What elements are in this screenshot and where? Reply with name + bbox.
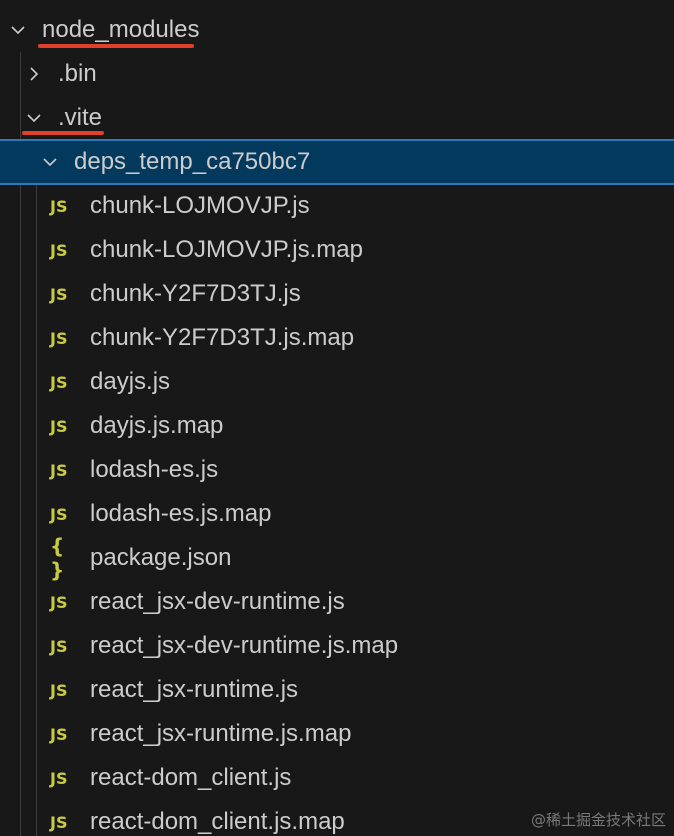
tree-file-item[interactable]: JS react_jsx-runtime.js.map (0, 712, 674, 756)
tree-folder-node-modules[interactable]: node_modules (0, 8, 674, 52)
folder-label: deps_temp_ca750bc7 (74, 148, 311, 175)
file-label: dayjs.js (90, 368, 171, 395)
chevron-down-icon (24, 108, 44, 128)
file-label: chunk-Y2F7D3TJ.js (90, 280, 301, 307)
file-label: dayjs.js.map (90, 412, 224, 439)
tree-folder-vite[interactable]: .vite (0, 96, 674, 140)
json-file-icon: { } (50, 534, 67, 582)
tree-file-item[interactable]: JS chunk-LOJMOVJP.js.map (0, 228, 674, 272)
file-label: react_jsx-dev-runtime.js (90, 588, 345, 615)
tree-file-item[interactable]: JS chunk-Y2F7D3TJ.js.map (0, 316, 674, 360)
js-file-icon: JS (50, 460, 68, 480)
file-label: react_jsx-dev-runtime.js.map (90, 632, 399, 659)
annotation-underline (22, 131, 104, 135)
tree-file-item[interactable]: JS dayjs.js (0, 360, 674, 404)
annotation-underline (38, 44, 194, 48)
tree-file-item[interactable]: JS chunk-LOJMOVJP.js (0, 184, 674, 228)
indent-guide (36, 140, 37, 836)
tree-file-item[interactable]: { } package.json (0, 534, 674, 582)
tree-folder-bin[interactable]: .bin (0, 52, 674, 96)
tree-file-item[interactable]: JS react_jsx-dev-runtime.js.map (0, 624, 674, 668)
tree-file-item[interactable]: JS react_jsx-runtime.js (0, 668, 674, 712)
file-label: chunk-LOJMOVJP.js.map (90, 236, 363, 263)
js-file-icon: JS (50, 680, 68, 700)
js-file-icon: JS (50, 768, 68, 788)
js-file-icon: JS (50, 372, 68, 392)
folder-label: .bin (58, 60, 97, 87)
tree-file-item[interactable]: JS dayjs.js.map (0, 404, 674, 448)
watermark: @稀土掘金技术社区 (530, 811, 666, 829)
js-file-icon: JS (50, 196, 68, 216)
file-label: react_jsx-runtime.js (90, 676, 299, 703)
js-file-icon: JS (50, 812, 68, 832)
tree-file-item[interactable]: JS react-dom_client.js (0, 756, 674, 800)
js-file-icon: JS (50, 636, 68, 656)
js-file-icon: JS (50, 284, 68, 304)
tree-folder-deps-temp[interactable]: deps_temp_ca750bc7 (0, 139, 674, 185)
chevron-down-icon (40, 152, 60, 172)
folder-label: node_modules (42, 16, 200, 43)
js-file-icon: JS (50, 724, 68, 744)
file-label: react-dom_client.js (90, 764, 292, 791)
file-label: chunk-Y2F7D3TJ.js.map (90, 324, 355, 351)
file-label: react-dom_client.js.map (90, 808, 345, 835)
file-label: react_jsx-runtime.js.map (90, 720, 352, 747)
js-file-icon: JS (50, 592, 68, 612)
indent-guide (20, 52, 21, 836)
file-label: package.json (90, 544, 232, 571)
js-file-icon: JS (50, 240, 68, 260)
file-label: lodash-es.js.map (90, 500, 272, 527)
chevron-right-icon (24, 64, 44, 84)
tree-file-item[interactable]: JS chunk-Y2F7D3TJ.js (0, 272, 674, 316)
tree-file-item[interactable]: JS lodash-es.js (0, 448, 674, 492)
js-file-icon: JS (50, 504, 68, 524)
file-label: lodash-es.js (90, 456, 219, 483)
chevron-down-icon (8, 20, 28, 40)
js-file-icon: JS (50, 416, 68, 436)
tree-file-item[interactable]: JS react-dom_client.js.map (0, 800, 674, 836)
folder-label: .vite (58, 104, 103, 131)
tree-file-item[interactable]: JS react_jsx-dev-runtime.js (0, 580, 674, 624)
file-label: chunk-LOJMOVJP.js (90, 192, 310, 219)
tree-file-item[interactable]: JS lodash-es.js.map (0, 492, 674, 536)
js-file-icon: JS (50, 328, 68, 348)
